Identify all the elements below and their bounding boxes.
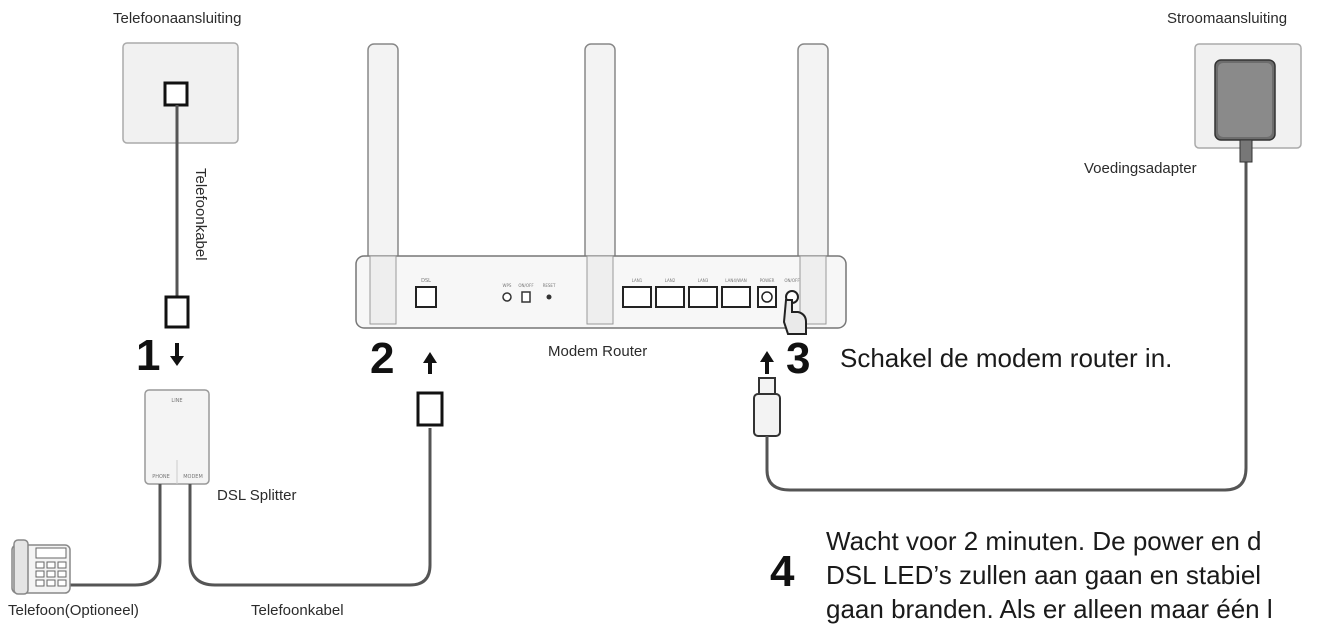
svg-text:LAN4/WAN: LAN4/WAN [725, 278, 746, 283]
step-4-paragraph: Wacht voor 2 minuten. De power en d DSL … [826, 524, 1316, 626]
svg-text:WPS: WPS [503, 283, 512, 288]
power-outlet-label: Stroomaansluiting [1167, 10, 1288, 27]
svg-text:RESET: RESET [543, 283, 556, 288]
svg-text:ON/OFF: ON/OFF [784, 278, 800, 283]
hand-pointer-icon [782, 299, 807, 335]
step-4-number: 4 [770, 547, 795, 596]
router-antennas [367, 43, 829, 317]
power-adapter-label: Voedingsadapter [1084, 160, 1197, 177]
rj11-plug [416, 391, 444, 427]
dsl-splitter-box: LINE PHONE MODEM [144, 389, 210, 485]
step2-arrow [423, 352, 437, 374]
svg-text:ON/OFF: ON/OFF [518, 283, 534, 288]
step-4-line: DSL LED’s zullen aan gaan en stabiel [826, 560, 1262, 590]
step1-arrow [170, 343, 184, 366]
svg-text:POWER: POWER [760, 278, 775, 283]
svg-text:PHONE: PHONE [152, 474, 170, 480]
cable-to-router [188, 428, 432, 587]
phone-cable-bottom-label: Telefoonkabel [251, 602, 344, 619]
svg-text:DSL: DSL [421, 278, 431, 284]
step-1-number: 1 [136, 331, 161, 380]
router-body: DSL WPS ON/OFF RESET LAN1 LAN2 LAN3 LAN4… [355, 255, 847, 329]
svg-text:MODEM: MODEM [183, 474, 203, 480]
wall-jack-plate [122, 42, 239, 144]
step-2-number: 2 [370, 334, 395, 383]
power-plug [753, 377, 781, 437]
svg-text:LAN3: LAN3 [698, 278, 709, 283]
phone-cable-to-splitter [164, 105, 190, 329]
step-3-number: 3 [786, 334, 811, 383]
cable-to-telephone [70, 484, 162, 587]
dsl-splitter-label: DSL Splitter [217, 487, 297, 504]
step-3-text: Schakel de modem router in. [840, 343, 1173, 373]
svg-text:LAN2: LAN2 [665, 278, 676, 283]
modem-router-label: Modem Router [548, 343, 648, 360]
step-4-line: gaan branden. Als er alleen maar één l [826, 594, 1273, 624]
power-cable [765, 162, 1248, 492]
wall-jack-label: Telefoonaansluiting [113, 10, 242, 27]
phone-cable-vertical-label: Telefoonkabel [192, 168, 209, 261]
step-4-line: Wacht voor 2 minuten. De power en d [826, 526, 1262, 556]
power-outlet-with-adapter [1194, 43, 1302, 163]
svg-text:LAN1: LAN1 [632, 278, 643, 283]
step3-arrow [760, 351, 774, 374]
telephone-label: Telefoon(Optioneel) [8, 602, 139, 619]
svg-text:LINE: LINE [171, 398, 182, 404]
telephone-device [11, 539, 71, 595]
